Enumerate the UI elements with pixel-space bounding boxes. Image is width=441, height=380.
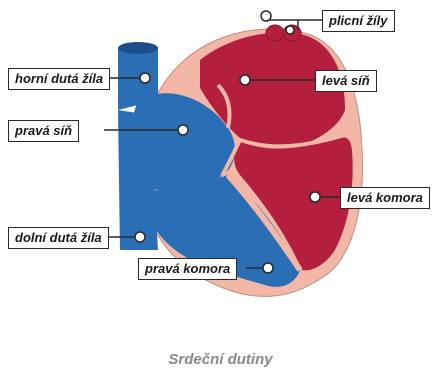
leader-pulmonary-vein-1 bbox=[298, 20, 322, 30]
dot-inferior-vena-cava bbox=[135, 232, 145, 242]
label-left-ventricle: levá komora bbox=[340, 187, 430, 209]
pulmonary-vein-stub-1 bbox=[266, 25, 284, 41]
superior-vena-cava-opening bbox=[118, 42, 158, 54]
dot-right-ventricle bbox=[263, 263, 273, 273]
label-superior-vena-cava: horní dutá žíla bbox=[8, 68, 110, 90]
dot-superior-vena-cava bbox=[140, 73, 150, 83]
dot-left-atrium bbox=[240, 75, 250, 85]
dot-left-ventricle bbox=[310, 192, 320, 202]
dot-pulmonary-vein-2 bbox=[286, 26, 294, 34]
dot-right-atrium bbox=[178, 125, 188, 135]
dot-pulmonary-vein-1 bbox=[261, 11, 271, 21]
diagram-caption: Srdeční dutiny bbox=[0, 351, 441, 368]
label-pulmonary-veins: plicní žíly bbox=[322, 10, 395, 32]
label-left-atrium: levá síň bbox=[315, 70, 377, 92]
label-inferior-vena-cava: dolní dutá žíla bbox=[8, 227, 109, 249]
label-right-atrium: pravá síň bbox=[8, 120, 79, 142]
label-right-ventricle: pravá komora bbox=[138, 258, 237, 280]
